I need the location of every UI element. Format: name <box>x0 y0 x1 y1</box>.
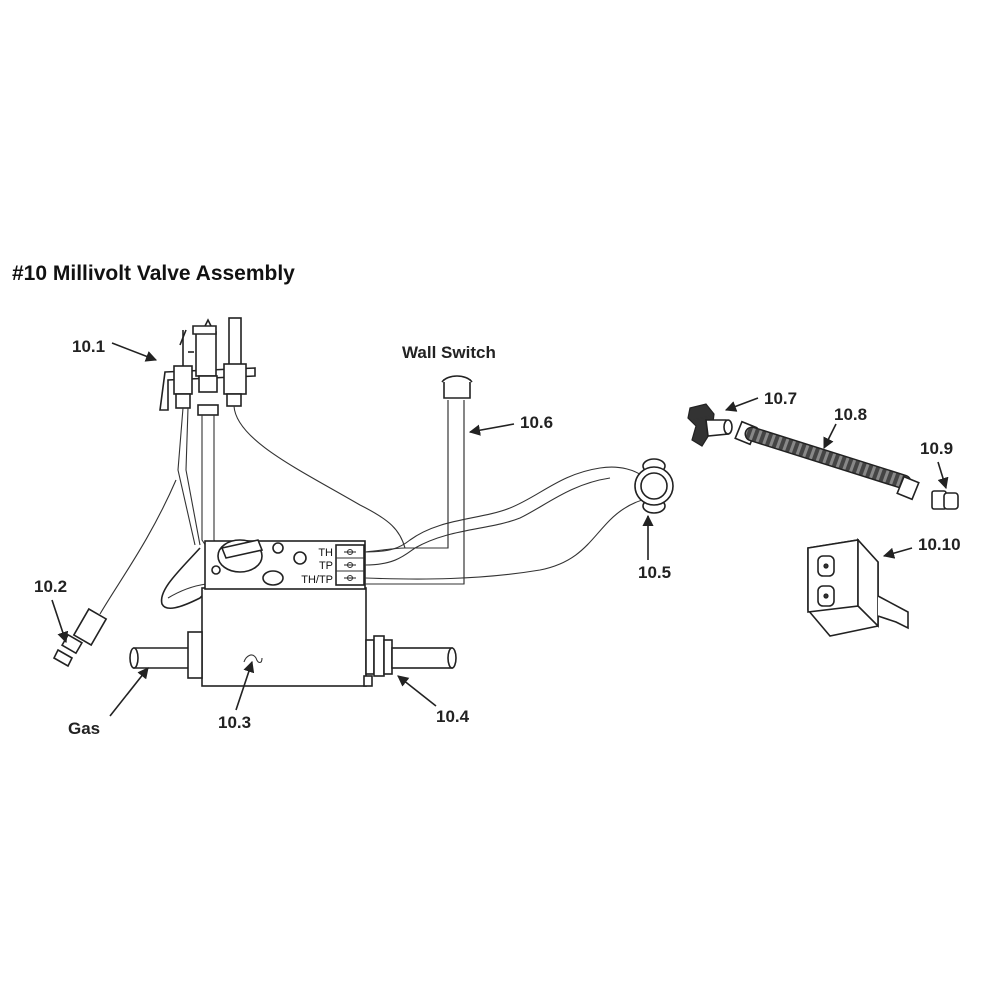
label-10-5: 10.5 <box>638 563 671 582</box>
label-gas: Gas <box>68 719 100 738</box>
wall-switch <box>441 375 473 584</box>
flex-gas-connector <box>734 420 920 501</box>
terminal-th-label: TH <box>318 547 333 559</box>
electrical-outlet <box>807 537 909 637</box>
label-10-8: 10.8 <box>834 405 867 424</box>
elbow-fitting <box>687 403 733 447</box>
label-10-9: 10.9 <box>920 439 953 458</box>
terminal-tp-label: TP <box>319 560 333 572</box>
label-10-10: 10.10 <box>918 535 961 554</box>
label-10-1: 10.1 <box>72 337 105 356</box>
gas-inlet-pipe <box>129 631 203 679</box>
label-10-6: 10.6 <box>520 413 553 432</box>
label-10-3: 10.3 <box>218 713 251 732</box>
gas-valve <box>201 539 373 687</box>
label-10-4: 10.4 <box>436 707 470 726</box>
outlet-fitting <box>365 635 457 677</box>
igniter <box>52 479 177 668</box>
receiver-module <box>634 458 674 514</box>
label-wall-switch: Wall Switch <box>402 343 496 362</box>
pilot-assembly <box>159 317 256 416</box>
adapter-fitting <box>931 490 959 510</box>
label-10-2: 10.2 <box>34 577 67 596</box>
page-title: #10 Millivolt Valve Assembly <box>12 262 295 285</box>
label-10-7: 10.7 <box>764 389 797 408</box>
leader-lines <box>51 342 949 717</box>
terminal-th-tp-label: TH/TP <box>301 574 333 586</box>
